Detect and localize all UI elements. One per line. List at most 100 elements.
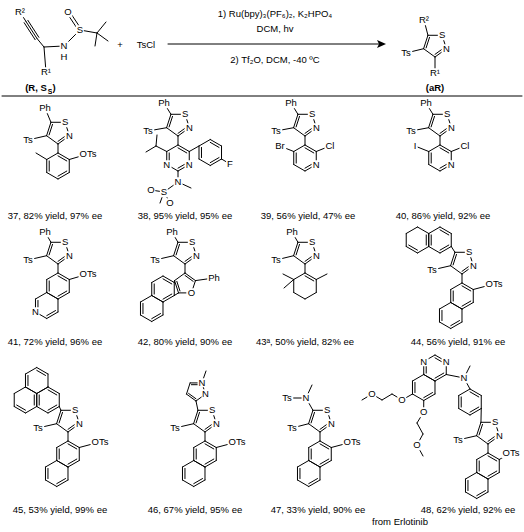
- double-bond-line: [57, 479, 66, 484]
- ring-bond: [477, 422, 481, 435]
- double-bond-line: [34, 395, 35, 405]
- ring-bond: [429, 128, 440, 136]
- double-bond-line: [305, 148, 314, 153]
- reaction-condition: DCM, hv: [256, 24, 295, 34]
- atom-label: R²: [418, 15, 430, 25]
- ring-bond: [406, 234, 407, 247]
- double-bond-line: [451, 321, 460, 326]
- compound-caption: 39, 56% yield, 47% ee: [260, 211, 357, 221]
- ring-bond: [499, 460, 500, 473]
- double-bond-line: [311, 412, 314, 422]
- ring-bond: [428, 234, 429, 247]
- ring-bond: [47, 293, 58, 300]
- ring-bond: [309, 441, 320, 448]
- double-bond-line: [309, 479, 318, 484]
- ring-bond: [57, 424, 68, 432]
- ring-bond: [79, 448, 80, 461]
- ring-bond: [412, 394, 423, 401]
- double-bond-line: [470, 407, 479, 412]
- ring-bond: [47, 293, 58, 300]
- atom-label: S: [491, 418, 499, 428]
- atom-label: R²: [14, 7, 26, 17]
- double-bond-line: [196, 449, 197, 459]
- double-bond-line: [467, 480, 468, 490]
- bond-line: [480, 409, 481, 423]
- double-bond-line: [320, 444, 329, 449]
- double-bond-line: [320, 459, 329, 464]
- double-bond-line: [49, 244, 52, 254]
- compound-caption: 41, 72% yield, 96% ee: [7, 337, 104, 347]
- ring-bond: [69, 280, 70, 293]
- ring-bond: [424, 394, 435, 401]
- ring-bond: [294, 114, 298, 127]
- double-bond-line: [435, 373, 444, 378]
- atom-label: N: [75, 419, 84, 429]
- double-bond-line: [414, 382, 415, 392]
- double-bond-line: [58, 291, 67, 296]
- ring-bond: [477, 436, 488, 444]
- ring-bond: [417, 247, 428, 254]
- atom-label: N: [312, 251, 321, 261]
- double-bond-line: [68, 459, 77, 464]
- atom-label: N: [162, 160, 171, 170]
- ring-bond: [37, 387, 48, 394]
- ring-bond: [465, 473, 476, 480]
- double-bond-line: [296, 116, 299, 126]
- ring-bond: [35, 293, 46, 300]
- ring-bond: [45, 467, 46, 480]
- double-bond-line: [431, 116, 434, 126]
- ring-bond: [57, 480, 68, 487]
- atom-label: O: [419, 407, 428, 417]
- compound-caption: 45, 53% yield, 99% ee: [12, 505, 109, 515]
- atom-label: N: [174, 177, 183, 187]
- ring-bond: [434, 381, 435, 394]
- bond-line: [178, 136, 179, 145]
- double-bond-line: [431, 153, 432, 163]
- ring-bond: [46, 160, 47, 173]
- double-bond-line: [453, 291, 454, 301]
- atom-label: Ph: [284, 98, 298, 108]
- double-bond-line: [194, 479, 203, 484]
- ring-bond: [462, 303, 473, 310]
- double-bond-line: [440, 245, 449, 250]
- double-bond-line: [163, 294, 172, 299]
- double-bond-line: [426, 235, 427, 245]
- atom-label: N: [447, 160, 456, 170]
- atom-label: Ts: [405, 126, 417, 136]
- atom-label: N: [185, 160, 194, 170]
- compound-caption: 46, 67% yield, 95% ee: [147, 505, 244, 515]
- double-bond-line: [479, 424, 482, 434]
- double-bond-line: [210, 158, 219, 163]
- ring-bond: [429, 145, 440, 152]
- double-bond-line: [142, 303, 143, 313]
- ring-bond: [294, 293, 305, 300]
- double-bond-line: [196, 412, 199, 422]
- double-bond-line: [189, 393, 196, 398]
- atom-label: OTs: [91, 437, 110, 447]
- bond-line: [305, 264, 306, 273]
- ring-bond: [477, 473, 488, 480]
- ring-bond: [320, 441, 331, 448]
- double-bond-line: [296, 153, 297, 163]
- bond-line: [440, 136, 441, 145]
- double-bond-line: [48, 390, 57, 395]
- ring-bond: [57, 410, 61, 423]
- ring-bond: [47, 374, 48, 387]
- atom-label: Cl: [325, 141, 336, 151]
- atom-label: N: [312, 160, 321, 170]
- ring-bond: [59, 394, 60, 407]
- double-bond-line: [48, 405, 57, 410]
- stereo-descriptor: ): [52, 83, 55, 93]
- double-bond-line: [177, 281, 180, 291]
- ring-bond: [451, 303, 462, 310]
- atom-label: N: [469, 261, 478, 271]
- atom-label: S: [61, 238, 69, 248]
- bond-line: [283, 274, 294, 280]
- atom-label: S: [208, 406, 216, 416]
- reaction-condition: 1) Ru(bpy)₃(PF₆)₂, K₂HPO₄: [217, 9, 334, 19]
- multiple-bond-line: [24, 23, 35, 40]
- ring-bond: [451, 234, 452, 247]
- bond-line: [320, 432, 321, 441]
- stereo-descriptor: (aR): [425, 83, 445, 93]
- ring-bond: [451, 303, 462, 310]
